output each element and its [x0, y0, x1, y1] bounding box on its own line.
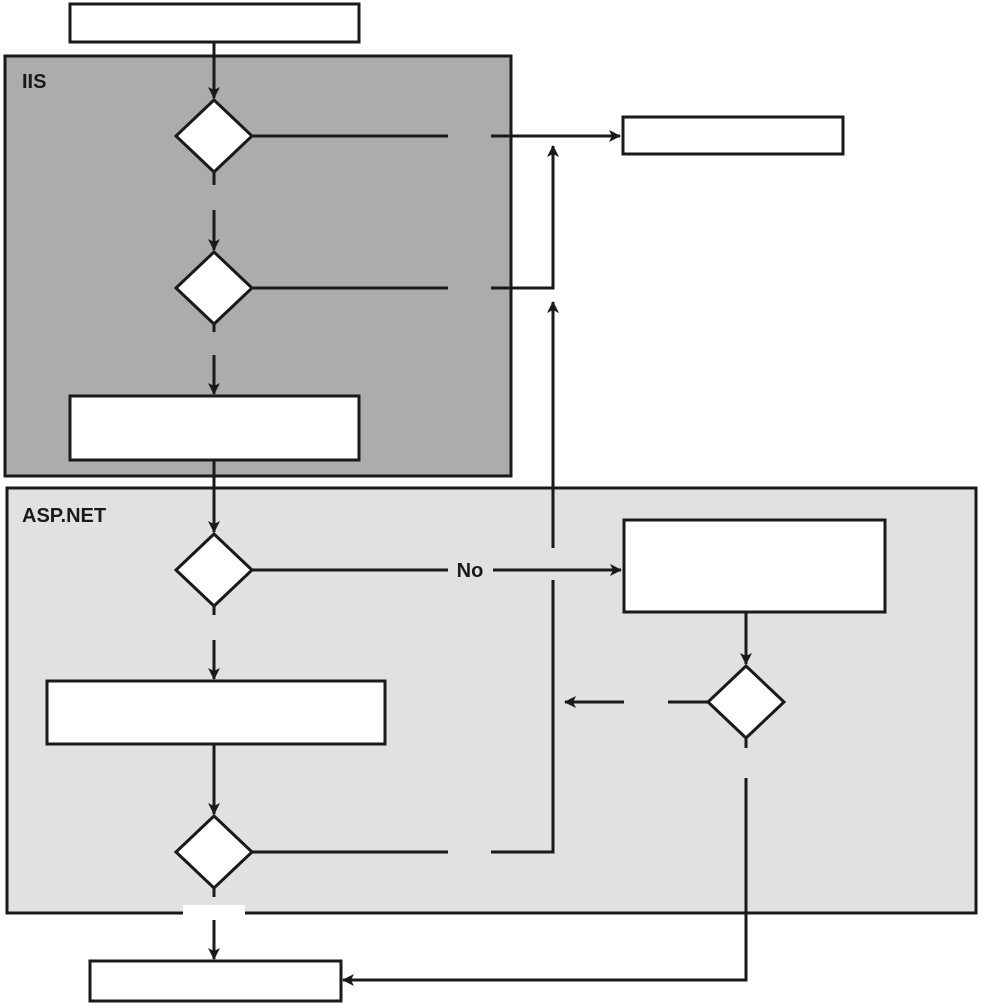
iis-handler-box — [68, 394, 361, 462]
response-box — [621, 115, 845, 156]
aspnet-border-gap — [183, 905, 245, 917]
aspnet-region-label: ASP.NET — [22, 505, 106, 527]
iis-region-label: IIS — [22, 71, 46, 93]
connector-d2-to-response — [491, 145, 559, 290]
connectors — [208, 42, 752, 986]
connector-d4-up — [491, 580, 555, 854]
start-box — [68, 2, 361, 44]
connector-d5-to-end — [342, 778, 748, 986]
edge-label-no: No — [457, 560, 484, 582]
aspnet-no-branch-box — [622, 518, 887, 614]
end-box — [88, 959, 343, 1003]
aspnet-process-box — [45, 679, 387, 746]
